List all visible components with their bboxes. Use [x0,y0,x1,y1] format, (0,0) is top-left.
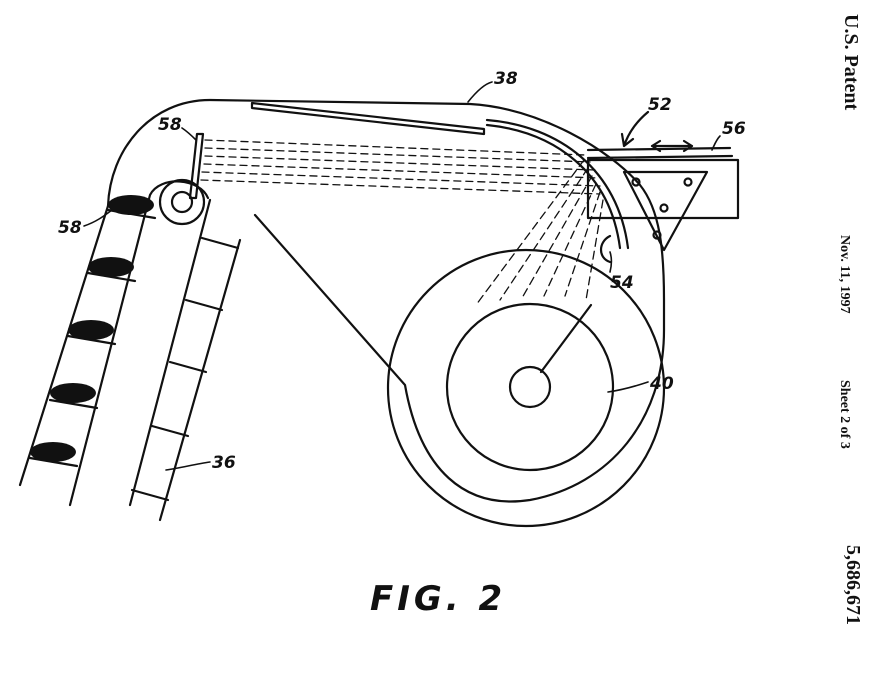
ref-40: 40 [649,374,674,394]
header-sheet: Sheet 2 of 3 [837,380,852,449]
ref-58-left: 58 [58,218,82,238]
curved-chute [485,118,630,250]
bracket-bolt [683,177,693,187]
wheel-housing [386,248,666,528]
figure-caption: FIG. 2 [370,579,506,619]
ref-52: 52 [648,95,672,115]
ref-54: 54 [610,273,634,293]
conveyor-frame-right [158,238,242,522]
bracket-rail [586,146,732,152]
ref-36: 36 [212,453,236,473]
header-patent-number: 5,686,671 [842,545,864,625]
deflector-plate [250,101,486,136]
arrow-52 [620,110,650,148]
rod-54 [599,234,612,264]
leader-lines [83,81,721,471]
ref-58-upper: 58 [158,115,182,135]
wheel-hub [508,365,552,409]
grain-clusters [30,195,154,462]
bracket-56 [586,158,740,220]
housing-outline [106,98,666,503]
ref-56: 56 [722,119,746,139]
wheel-spoke [539,303,593,374]
header-date: Nov. 11, 1997 [837,235,852,314]
horizontal-spray [200,139,601,195]
bracket-bolt [659,203,669,213]
pulley-center [170,190,194,214]
conveyor-flights [130,236,240,502]
ref-38: 38 [494,69,518,89]
bracket-rail-2 [586,154,734,160]
double-arrow [650,139,694,153]
conveyor-frame-left [18,204,110,487]
conveyor-belt [68,180,212,507]
head-pulley [158,178,206,226]
wheel-ring [445,302,615,472]
inlet-post [188,132,205,200]
diagonal-spray [475,159,604,306]
header-patent-office: U.S. Patent [840,14,862,111]
bracket-bolt [652,230,662,240]
bracket-triangle [622,170,709,252]
bracket-bolt [631,177,641,187]
